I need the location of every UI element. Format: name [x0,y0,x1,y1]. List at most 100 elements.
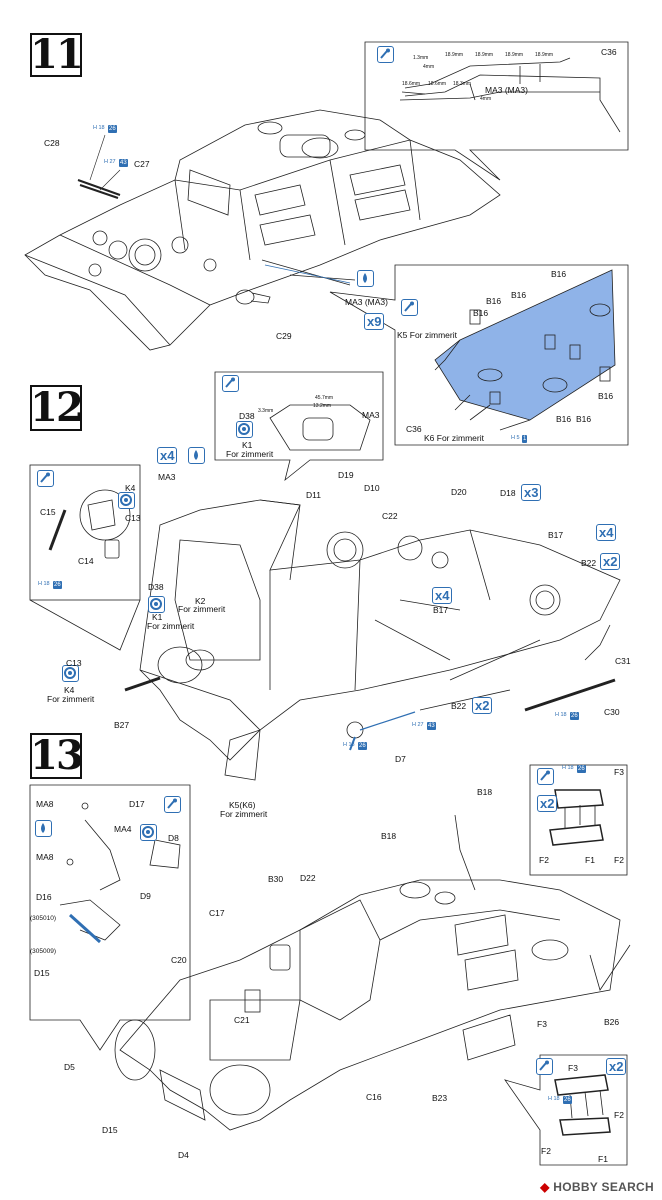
cement-drop-icon [357,270,374,287]
part-label: D5 [64,1062,75,1072]
glue-brush-icon [222,375,239,392]
part-label: C31 [615,656,631,666]
part-label: D15 [102,1125,118,1135]
part-label: MA3 [158,472,176,482]
part-label: B22 [581,558,597,568]
runner-ref: H 18 [93,125,105,131]
part-label: B16 [511,290,527,300]
part-label: C20 [171,955,187,965]
part-label: For zimmerit [178,604,226,614]
quantity-badge: x9 [364,313,385,330]
part-label: D38 [148,582,164,592]
glue-brush-icon [37,470,54,487]
dimension-label: 18.3mm [453,81,472,87]
dimension-label: 4mm [423,64,435,70]
part-label: MA4 [114,824,132,834]
part-label: B18 [477,787,493,797]
part-label: C22 [382,511,398,521]
part-label: K4 [64,685,75,695]
part-label: C13 [66,658,82,668]
part-label: D15 [34,968,50,978]
part-label: C13 [125,513,141,523]
runner-ref: H 27 [412,722,424,728]
dimension-label: 45.7mm [315,395,334,401]
runner-ref: H 18 [343,742,355,748]
part-label: C36 [406,424,422,434]
quantity-badge: x4 [432,587,453,604]
part-number: (305009) [30,948,57,955]
cement-drop-icon [35,820,52,837]
part-label: D4 [178,1150,189,1160]
glue-brush-icon [537,768,554,785]
part-label: MA3 (MA3) [345,297,388,307]
position-marker-icon [148,596,165,613]
part-label: D10 [364,483,380,493]
part-label: K1 [152,612,163,622]
part-label: B26 [604,1017,620,1027]
part-label: B16 [576,414,592,424]
glue-brush-icon [164,796,181,813]
part-label: B16 [598,391,614,401]
dimension-label: 13.2mm [313,403,332,409]
runner-ref-number: 43 [119,159,128,167]
part-label: MA8 [36,799,54,809]
part-label: For zimmerit [47,694,95,704]
part-label: MA3 [362,410,380,420]
part-label: K4 [125,483,136,493]
runner-ref: H 18 [38,581,50,587]
part-label: F3 [614,767,624,777]
part-label: K1 [242,440,253,450]
part-number: (305010) [30,915,57,922]
dimension-label: 18.9mm [475,52,494,58]
quantity-badge: x2 [600,553,621,570]
part-label: For zimmerit [147,621,195,631]
dimension-label: 1.3mm [413,55,429,61]
runner-ref: H 18 [562,765,574,771]
part-label: F1 [598,1154,608,1164]
part-label: F1 [585,855,595,865]
part-label: C36 [601,47,617,57]
runner-ref-number: 26 [358,742,367,750]
part-label: D17 [129,799,145,809]
runner-ref-number: 1 [522,435,528,443]
quantity-badge: x4 [596,524,617,541]
part-label: D9 [140,891,151,901]
part-label: B17 [433,605,449,615]
part-label: B23 [432,1093,448,1103]
part-label: MA8 [36,852,54,862]
part-label: K5(K6) [229,800,256,810]
part-label: D18 [500,488,516,498]
part-label: B17 [548,530,564,540]
part-label: D16 [36,892,52,902]
part-label: For zimmerit [220,809,268,819]
part-label: F3 [537,1019,547,1029]
part-label: B30 [268,874,284,884]
part-label: F2 [614,1110,624,1120]
runner-ref-number: 26 [53,581,62,589]
part-label: D20 [451,487,467,497]
part-label: B16 [473,308,489,318]
dimension-label: 4mm [480,96,492,102]
cement-drop-icon [188,447,205,464]
part-label: K6 For zimmerit [424,433,484,443]
quantity-badge: x2 [472,697,493,714]
glue-brush-icon [377,46,394,63]
part-label: For zimmerit [226,449,274,459]
part-label: F2 [541,1146,551,1156]
watermark: ◆ HOBBY SEARCH [540,1180,654,1194]
part-label: D8 [168,833,179,843]
part-label: D38 [239,411,255,421]
quantity-badge: x2 [606,1058,627,1075]
glue-brush-icon [401,299,418,316]
part-label: B16 [556,414,572,424]
part-label: C30 [604,707,620,717]
step-number-12: 12 [30,384,84,431]
runner-ref: H 27 [104,159,116,165]
step11-inset-frame [364,41,629,181]
part-label: D11 [306,490,321,500]
part-label: C14 [78,556,94,566]
part-label: D7 [395,754,406,764]
part-label: B18 [381,831,397,841]
dimension-label: 18.6mm [428,81,447,87]
